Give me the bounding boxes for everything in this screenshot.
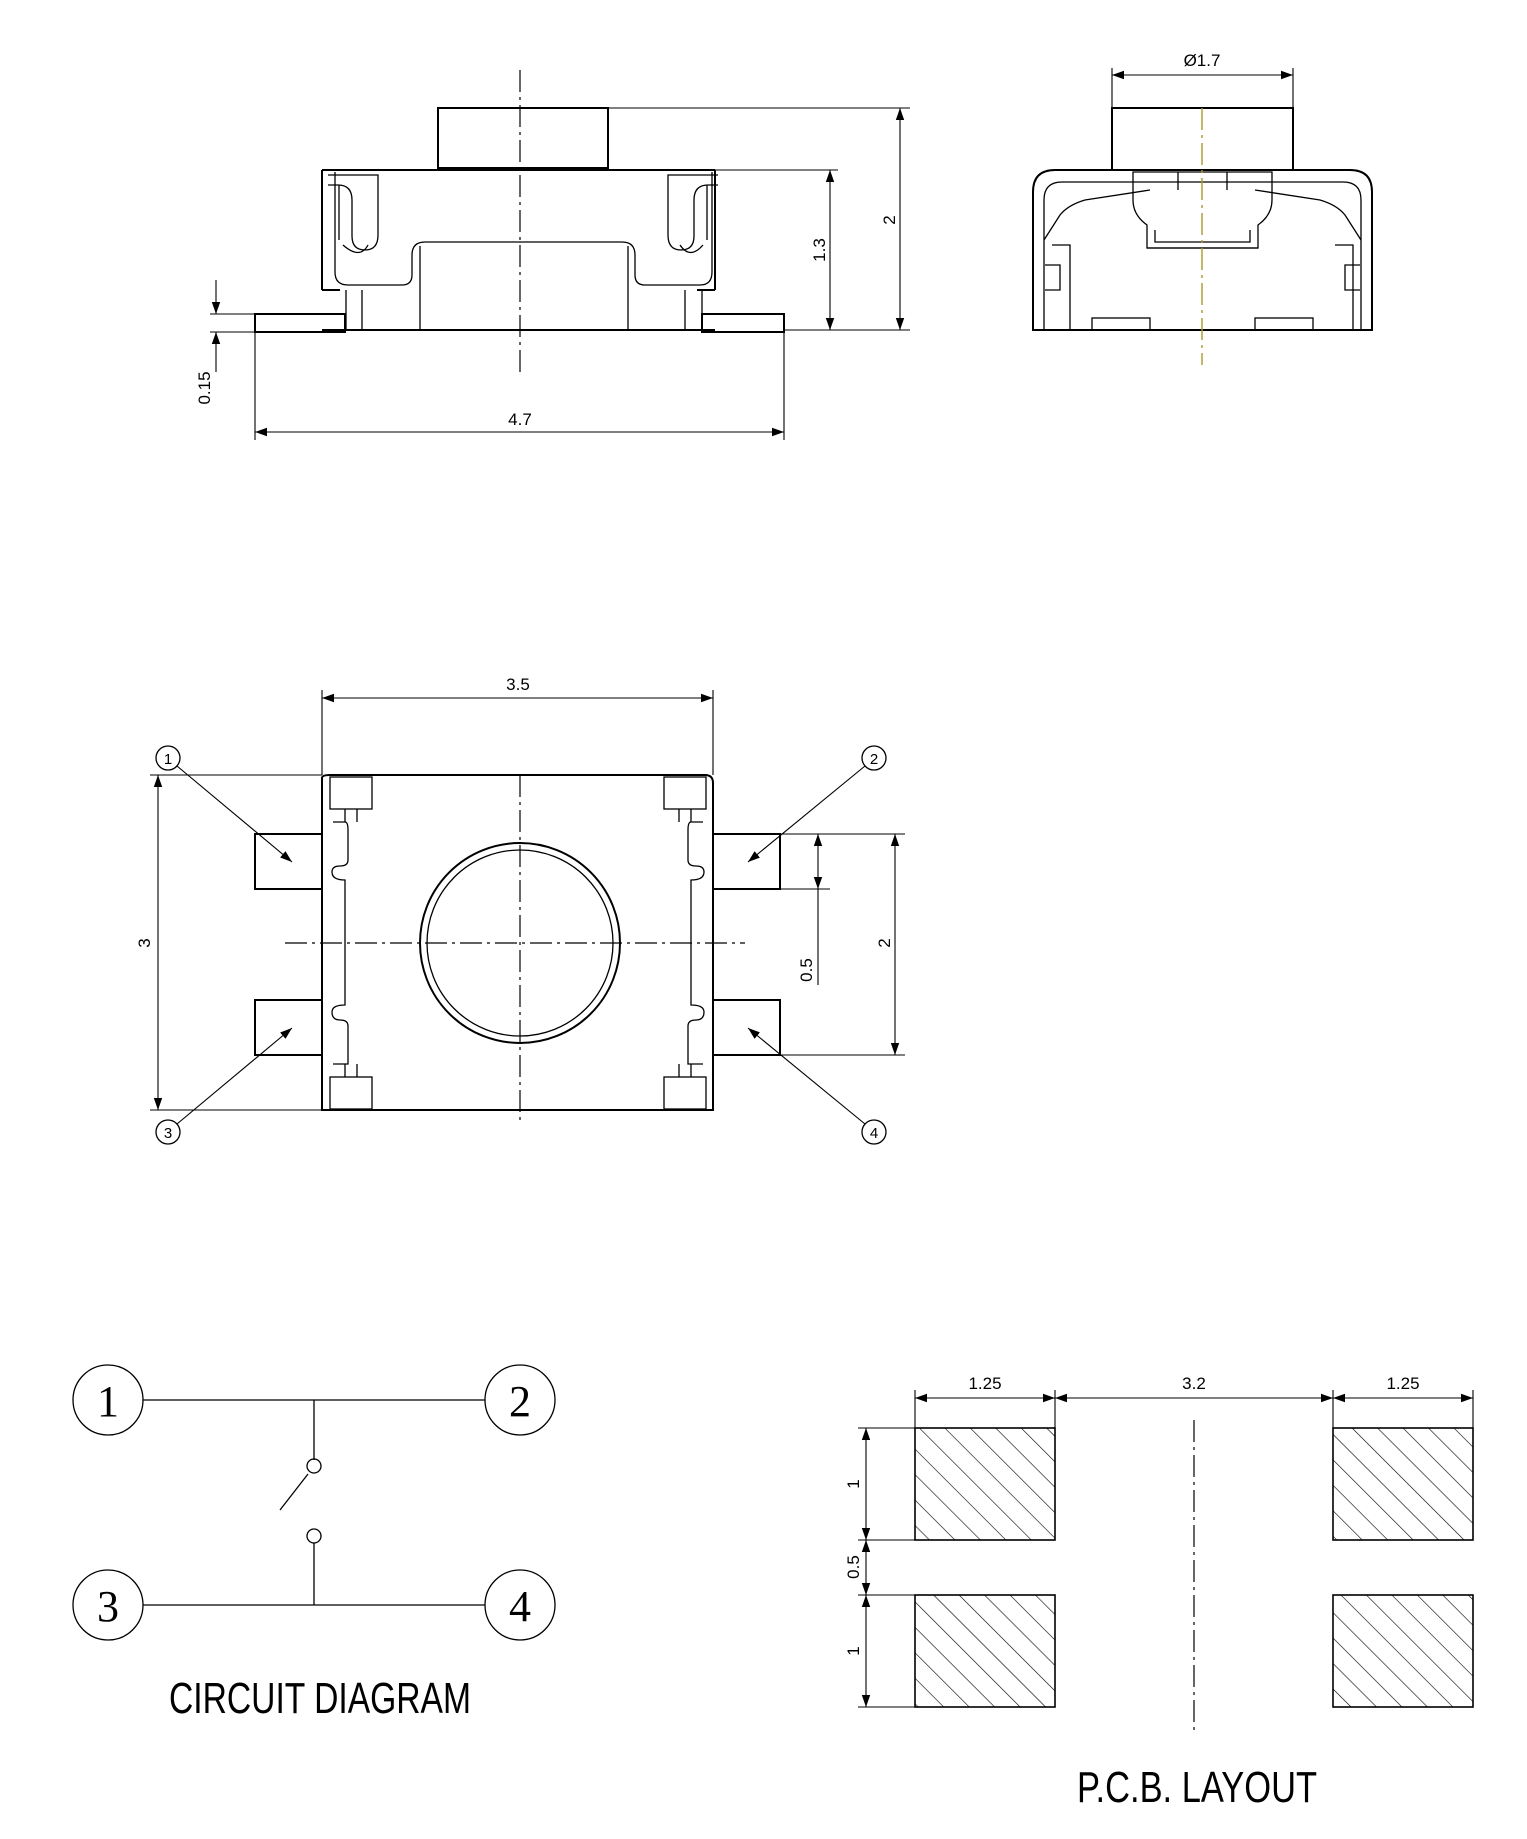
top-pin-label-1: 1 — [164, 751, 172, 768]
switch-contact-top — [306, 1458, 322, 1474]
body-inner-outline — [334, 172, 713, 286]
dim-lead-width: 0.5 — [797, 958, 816, 982]
dim-stem-diameter: Ø1.7 — [1184, 51, 1221, 70]
top-pin-label-4: 4 — [870, 1125, 878, 1142]
body-sides — [321, 170, 716, 290]
pcb-layout: 1.25 3.2 1.25 1 0.5 1 P.C.B. LAYOUT — [844, 1374, 1474, 1812]
top-lead-3 — [254, 999, 323, 1056]
pcb-pad-top-right — [1332, 1427, 1474, 1541]
top-left-inner-wall — [331, 821, 349, 1065]
circuit-pin-label-2: 2 — [509, 1377, 531, 1426]
switch-lever — [279, 1473, 309, 1511]
side-body-outline — [1032, 169, 1373, 331]
dim-top-width: 3.5 — [506, 675, 530, 694]
top-pin-label-2: 2 — [870, 751, 878, 768]
dim-pad-height-top: 1 — [844, 1479, 863, 1488]
dim-length: 4.7 — [508, 410, 532, 429]
left-lead — [254, 313, 346, 333]
dim-top-height: 3 — [135, 938, 154, 947]
dim-total-height: 2 — [880, 215, 899, 224]
right-lead — [701, 313, 785, 333]
body-walls — [345, 246, 703, 330]
top-pin-callout-2: 2 — [747, 745, 887, 863]
top-view: 3.5 3 0.5 2 1 2 3 4 — [135, 675, 905, 1145]
circuit-pin-label-3: 3 — [97, 1582, 119, 1631]
dim-lead-thickness: 0.15 — [195, 371, 214, 404]
dim-lead-span: 2 — [875, 938, 894, 947]
pcb-pad-top-left — [914, 1427, 1056, 1541]
dim-body-height: 1.3 — [810, 238, 829, 262]
right-clip — [667, 174, 718, 251]
left-clip — [328, 174, 379, 251]
dim-pad-width-left: 1.25 — [968, 1374, 1001, 1393]
pcb-caption: P.C.B. LAYOUT — [1077, 1763, 1317, 1812]
dim-pad-gap-horizontal: 3.2 — [1182, 1374, 1206, 1393]
top-right-inner-wall — [687, 821, 705, 1065]
dim-pad-width-right: 1.25 — [1386, 1374, 1419, 1393]
pcb-pad-bottom-left — [914, 1594, 1056, 1708]
pcb-pad-bottom-right — [1332, 1594, 1474, 1708]
circuit-pin-label-1: 1 — [97, 1377, 119, 1426]
switch-contact-bottom — [306, 1528, 322, 1544]
top-lead-4 — [712, 999, 781, 1056]
circuit-pin-label-4: 4 — [509, 1582, 531, 1631]
top-pin-callout-1: 1 — [155, 745, 293, 863]
circuit-caption: CIRCUIT DIAGRAM — [169, 1674, 471, 1723]
dim-pad-height-bottom: 1 — [844, 1646, 863, 1655]
circuit-diagram: 1 2 3 4 CIRCUIT DIAGRAM — [72, 1364, 556, 1723]
dim-pad-gap-vertical: 0.5 — [844, 1555, 863, 1579]
top-lead-1 — [254, 833, 323, 890]
stem-outline — [437, 107, 609, 169]
top-lead-2 — [712, 833, 781, 890]
top-body-outline — [321, 774, 714, 1111]
side-view: Ø1.7 — [1032, 51, 1373, 365]
top-pin-label-3: 3 — [164, 1125, 172, 1142]
top-pin-callout-3: 3 — [155, 1027, 293, 1145]
front-view: 2 1.3 0.15 4.7 — [195, 70, 910, 440]
top-pin-callout-4: 4 — [747, 1027, 887, 1145]
